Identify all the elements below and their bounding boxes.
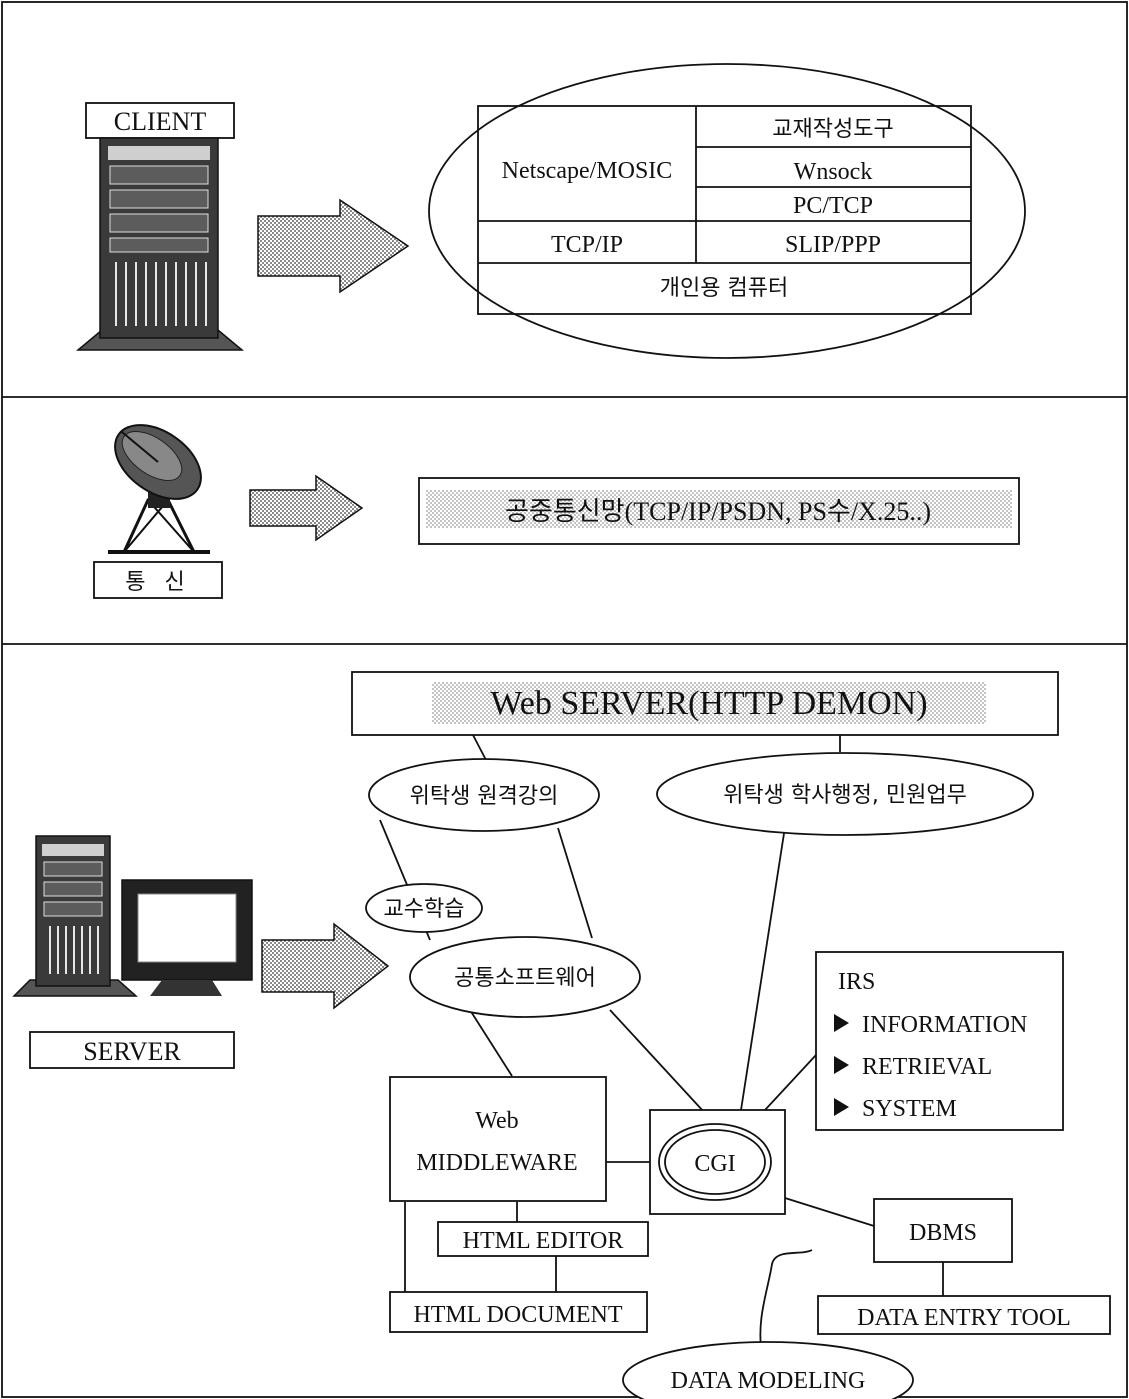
web-middleware-line1: Web [475, 1108, 518, 1134]
server-arrow-icon [261, 922, 390, 1010]
irs-bullet-icon [834, 1098, 849, 1116]
communication-arrow-icon [249, 474, 364, 542]
client-tower-icon [75, 137, 245, 351]
teaching-ellipse [365, 883, 483, 933]
communication-label: 통 신 [125, 570, 190, 595]
data-modeling-ellipse [622, 1341, 914, 1399]
cgi-inner-ring [664, 1129, 766, 1195]
academic-admin-ellipse [656, 752, 1034, 836]
web-server-label: Web SERVER(HTTP DEMON) [490, 685, 927, 722]
irs-item-2: RETRIEVAL [862, 1054, 992, 1080]
client-label-box [85, 102, 235, 139]
cgi-box [649, 1109, 786, 1215]
teaching-label: 교수학습 [384, 897, 465, 922]
common-software-label: 공통소프트웨어 [454, 966, 596, 991]
html-document-box [389, 1291, 648, 1333]
web-middleware-box [389, 1076, 607, 1202]
server-computer-icon [12, 835, 253, 997]
irs-item-1: INFORMATION [862, 1012, 1027, 1038]
data-entry-tool-box [817, 1295, 1111, 1335]
client-protocol-stack: Netscape/MOSIC 교재작성도구 Wnsock PC/TCP TCP/… [477, 105, 972, 315]
server-label-box [29, 1031, 235, 1069]
cgi-label: CGI [694, 1151, 735, 1177]
remote-lecture-ellipse [368, 758, 600, 832]
web-middleware-line2: MIDDLEWARE [416, 1150, 577, 1176]
academic-admin-label: 위탁생 학사행정, 민원업무 [723, 783, 967, 808]
irs-bullet-icon [834, 1056, 849, 1074]
client-label: CLIENT [114, 107, 207, 136]
satellite-dish-icon [108, 424, 210, 554]
public-network-label: 공중통신망(TCP/IP/PSDN, PS수/X.25..) [505, 497, 931, 526]
client-arrow-icon [257, 198, 410, 294]
winsock-label: Wnsock [794, 159, 873, 185]
dbms-box [873, 1198, 1013, 1263]
cgi-outer-ring [658, 1123, 772, 1201]
server-label: SERVER [83, 1037, 181, 1066]
authoring-tool-label: 교재작성도구 [772, 117, 893, 142]
data-modeling-label: DATA MODELING [671, 1368, 866, 1394]
html-editor-box [437, 1221, 649, 1257]
html-document-label: HTML DOCUMENT [413, 1302, 622, 1328]
dbms-label: DBMS [909, 1220, 977, 1246]
communication-section: 통 신 공중통신망(TCP/IP/PSDN, PS수/X.25..) [93, 424, 1020, 599]
client-section: CLIENT [75, 63, 1026, 359]
data-entry-tool-label: DATA ENTRY TOOL [857, 1305, 1071, 1331]
communication-label-box [93, 561, 223, 599]
personal-computer-label: 개인용 컴퓨터 [660, 276, 788, 301]
irs-bullet-icon [834, 1014, 849, 1032]
pc-tcp-label: PC/TCP [793, 193, 873, 219]
server-section: SERVER Web SERVER(HTTP DEMON) 위탁생 원격강의 [12, 671, 1111, 1399]
irs-title: IRS [838, 969, 875, 995]
tcpip-label: TCP/IP [551, 232, 623, 258]
browser-label: Netscape/MOSIC [502, 158, 673, 184]
slip-ppp-label: SLIP/PPP [785, 232, 881, 258]
client-stack-ellipse [428, 63, 1026, 359]
irs-item-3: SYSTEM [862, 1096, 957, 1122]
remote-lecture-label: 위탁생 원격강의 [410, 784, 559, 809]
irs-box [815, 951, 1064, 1131]
connector-lines [379, 734, 944, 1355]
html-editor-label: HTML EDITOR [463, 1228, 624, 1254]
common-software-ellipse [409, 936, 641, 1018]
